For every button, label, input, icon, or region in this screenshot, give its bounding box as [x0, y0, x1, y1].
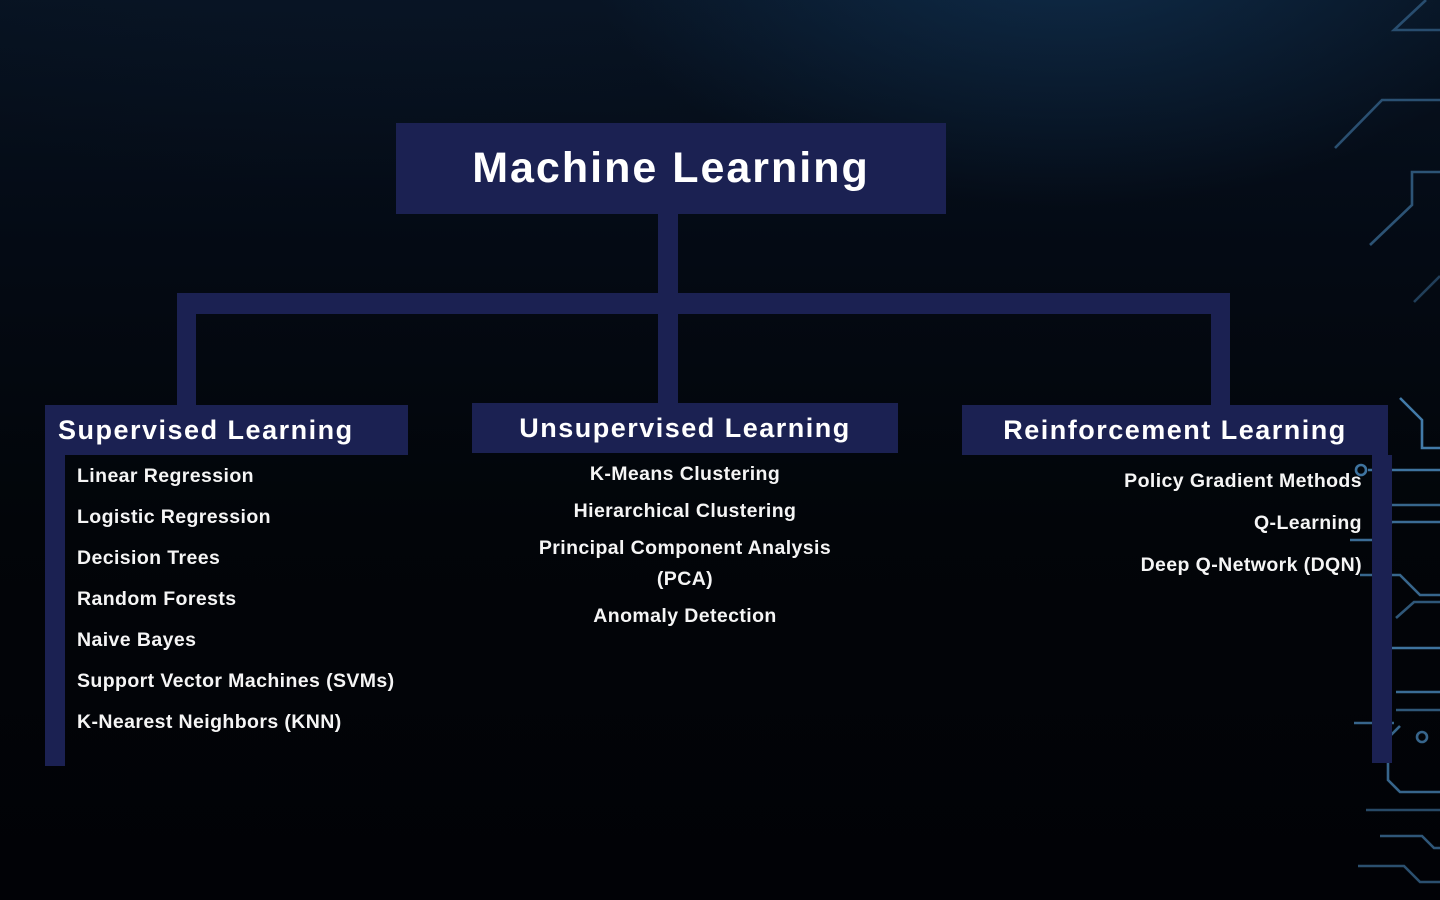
list-item: K-Means Clustering	[589, 463, 781, 485]
unsupervised-items-list: K-Means Clustering Hierarchical Clusteri…	[472, 459, 898, 638]
branch-node-supervised-learning: Supervised Learning	[45, 405, 408, 455]
root-node-machine-learning: Machine Learning	[396, 123, 946, 214]
reinforcement-items-list: Policy Gradient Methods Q-Learning Deep …	[1012, 466, 1362, 592]
list-item: Decision Trees	[77, 547, 221, 569]
list-item: Support Vector Machines (SVMs)	[77, 670, 395, 692]
connector-rail	[177, 293, 1230, 314]
sidebar-left-rule	[45, 455, 65, 766]
list-item: Random Forests	[77, 588, 237, 610]
list-item: Linear Regression	[77, 465, 254, 487]
list-item: K-Nearest Neighbors (KNN)	[77, 711, 342, 733]
page-title: Machine Learning	[472, 144, 870, 192]
connector-drop-right	[1211, 293, 1230, 407]
branch-title: Unsupervised Learning	[519, 412, 851, 443]
connector-drop-center	[658, 313, 678, 405]
branch-node-unsupervised-learning: Unsupervised Learning	[472, 403, 898, 453]
branch-node-reinforcement-learning: Reinforcement Learning	[962, 405, 1388, 455]
connector-drop-left	[177, 293, 196, 407]
sidebar-right-rule	[1372, 455, 1392, 763]
list-item: Anomaly Detection	[593, 605, 777, 627]
list-item: Naive Bayes	[77, 629, 197, 651]
list-item: Hierarchical Clustering	[573, 500, 797, 522]
list-item: Logistic Regression	[77, 506, 271, 528]
connector-title-drop	[658, 213, 678, 294]
branch-title: Supervised Learning	[58, 414, 354, 445]
list-item: Deep Q-Network (DQN)	[1140, 554, 1362, 576]
branch-title: Reinforcement Learning	[1003, 414, 1347, 445]
list-item: Principal Component Analysis (PCA)	[538, 537, 832, 590]
list-item: Q-Learning	[1253, 512, 1362, 534]
supervised-items-list: Linear Regression Logistic Regression De…	[77, 457, 397, 744]
list-item: Policy Gradient Methods	[1124, 470, 1362, 492]
